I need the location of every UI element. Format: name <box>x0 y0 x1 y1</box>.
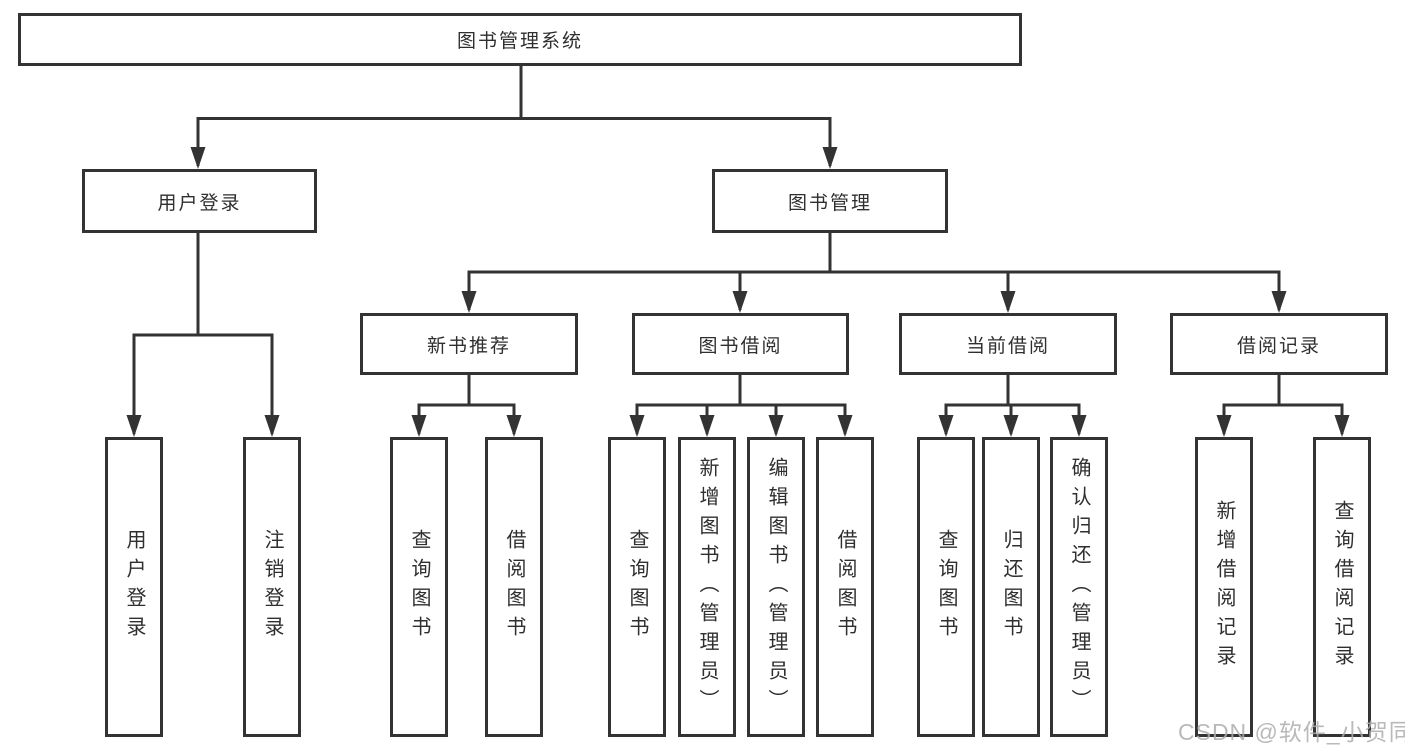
node-label: 用户登录 <box>123 529 145 645</box>
node-label: 当前借阅 <box>965 335 1050 357</box>
tree-edges <box>132 66 1344 434</box>
node-label: 新增借阅记录 <box>1213 500 1235 674</box>
node-label: 确认归还（管理员） <box>1068 456 1090 718</box>
node-current-borrowing: 当前借阅 <box>899 313 1117 375</box>
node-label: 图书借阅 <box>698 335 783 357</box>
leaf-borrow-books-borrowing: 借阅图书 <box>816 437 874 737</box>
arrow-icon <box>264 415 280 437</box>
arrow-icon <box>1071 415 1087 437</box>
arrow-icon <box>732 291 748 313</box>
arrow-icon <box>1216 415 1232 437</box>
arrow-icon <box>629 415 645 437</box>
leaf-add-borrow-record: 新增借阅记录 <box>1195 437 1253 737</box>
leaf-user-login: 用户登录 <box>105 437 163 737</box>
arrow-icon <box>1000 291 1016 313</box>
edge-current-rail <box>944 403 1081 434</box>
node-root-system: 图书管理系统 <box>18 13 1022 66</box>
arrow-icon <box>699 415 715 437</box>
arrow-icon <box>126 415 142 437</box>
node-label: 借阅图书 <box>834 529 856 645</box>
node-label: 注销登录 <box>261 529 283 645</box>
node-label: 查询图书 <box>408 529 430 645</box>
node-label: 新书推荐 <box>426 335 511 357</box>
arrow-icon <box>190 147 206 169</box>
node-new-book-recommend: 新书推荐 <box>360 313 578 375</box>
node-book-management: 图书管理 <box>712 169 948 233</box>
leaf-query-books-borrowing: 查询图书 <box>608 437 666 737</box>
node-user-login: 用户登录 <box>82 169 317 233</box>
leaf-query-borrow-record: 查询借阅记录 <box>1313 437 1371 737</box>
node-label: 查询图书 <box>626 529 648 645</box>
leaf-query-books-newbooks: 查询图书 <box>390 437 448 737</box>
node-label: 图书管理 <box>787 192 872 214</box>
leaf-borrow-books-newbooks: 借阅图书 <box>485 437 543 737</box>
arrow-icon <box>768 415 784 437</box>
arrow-icon <box>506 415 522 437</box>
node-label: 新增图书（管理员） <box>696 456 718 718</box>
arrow-icon <box>411 415 427 437</box>
arrow-icon <box>461 291 477 313</box>
node-label: 用户登录 <box>157 192 242 214</box>
edge-login-rail <box>132 333 274 434</box>
node-label: 查询图书 <box>935 529 957 645</box>
leaf-query-books-current: 查询图书 <box>917 437 975 737</box>
arrow-icon <box>1003 415 1019 437</box>
arrow-icon <box>822 147 838 169</box>
arrow-icon <box>1271 291 1287 313</box>
csdn-watermark: CSDN @软件_小贺同学 <box>1178 719 1405 745</box>
leaf-confirm-return-admin: 确认归还（管理员） <box>1050 437 1108 737</box>
arrow-icon <box>837 415 853 437</box>
node-borrowing-records: 借阅记录 <box>1170 313 1388 375</box>
leaf-logout: 注销登录 <box>243 437 301 737</box>
edge-borrowing-rail <box>635 403 847 434</box>
edge-records-rail <box>1222 403 1344 434</box>
edge-level3-rail <box>467 270 1281 310</box>
arrow-icon <box>938 415 954 437</box>
node-label: 图书管理系统 <box>456 31 583 52</box>
leaf-return-book: 归还图书 <box>982 437 1040 737</box>
edge-level2-rail <box>196 117 832 166</box>
node-label: 借阅图书 <box>503 529 525 645</box>
node-book-borrowing: 图书借阅 <box>632 313 849 375</box>
node-label: 编辑图书（管理员） <box>765 456 787 718</box>
node-label: 借阅记录 <box>1236 335 1321 357</box>
leaf-add-book-admin: 新增图书（管理员） <box>678 437 736 737</box>
arrow-icon <box>1334 415 1350 437</box>
leaf-edit-book-admin: 编辑图书（管理员） <box>747 437 805 737</box>
edge-newbooks-rail <box>417 403 516 434</box>
node-label: 归还图书 <box>1000 529 1022 645</box>
node-label: 查询借阅记录 <box>1331 500 1353 674</box>
